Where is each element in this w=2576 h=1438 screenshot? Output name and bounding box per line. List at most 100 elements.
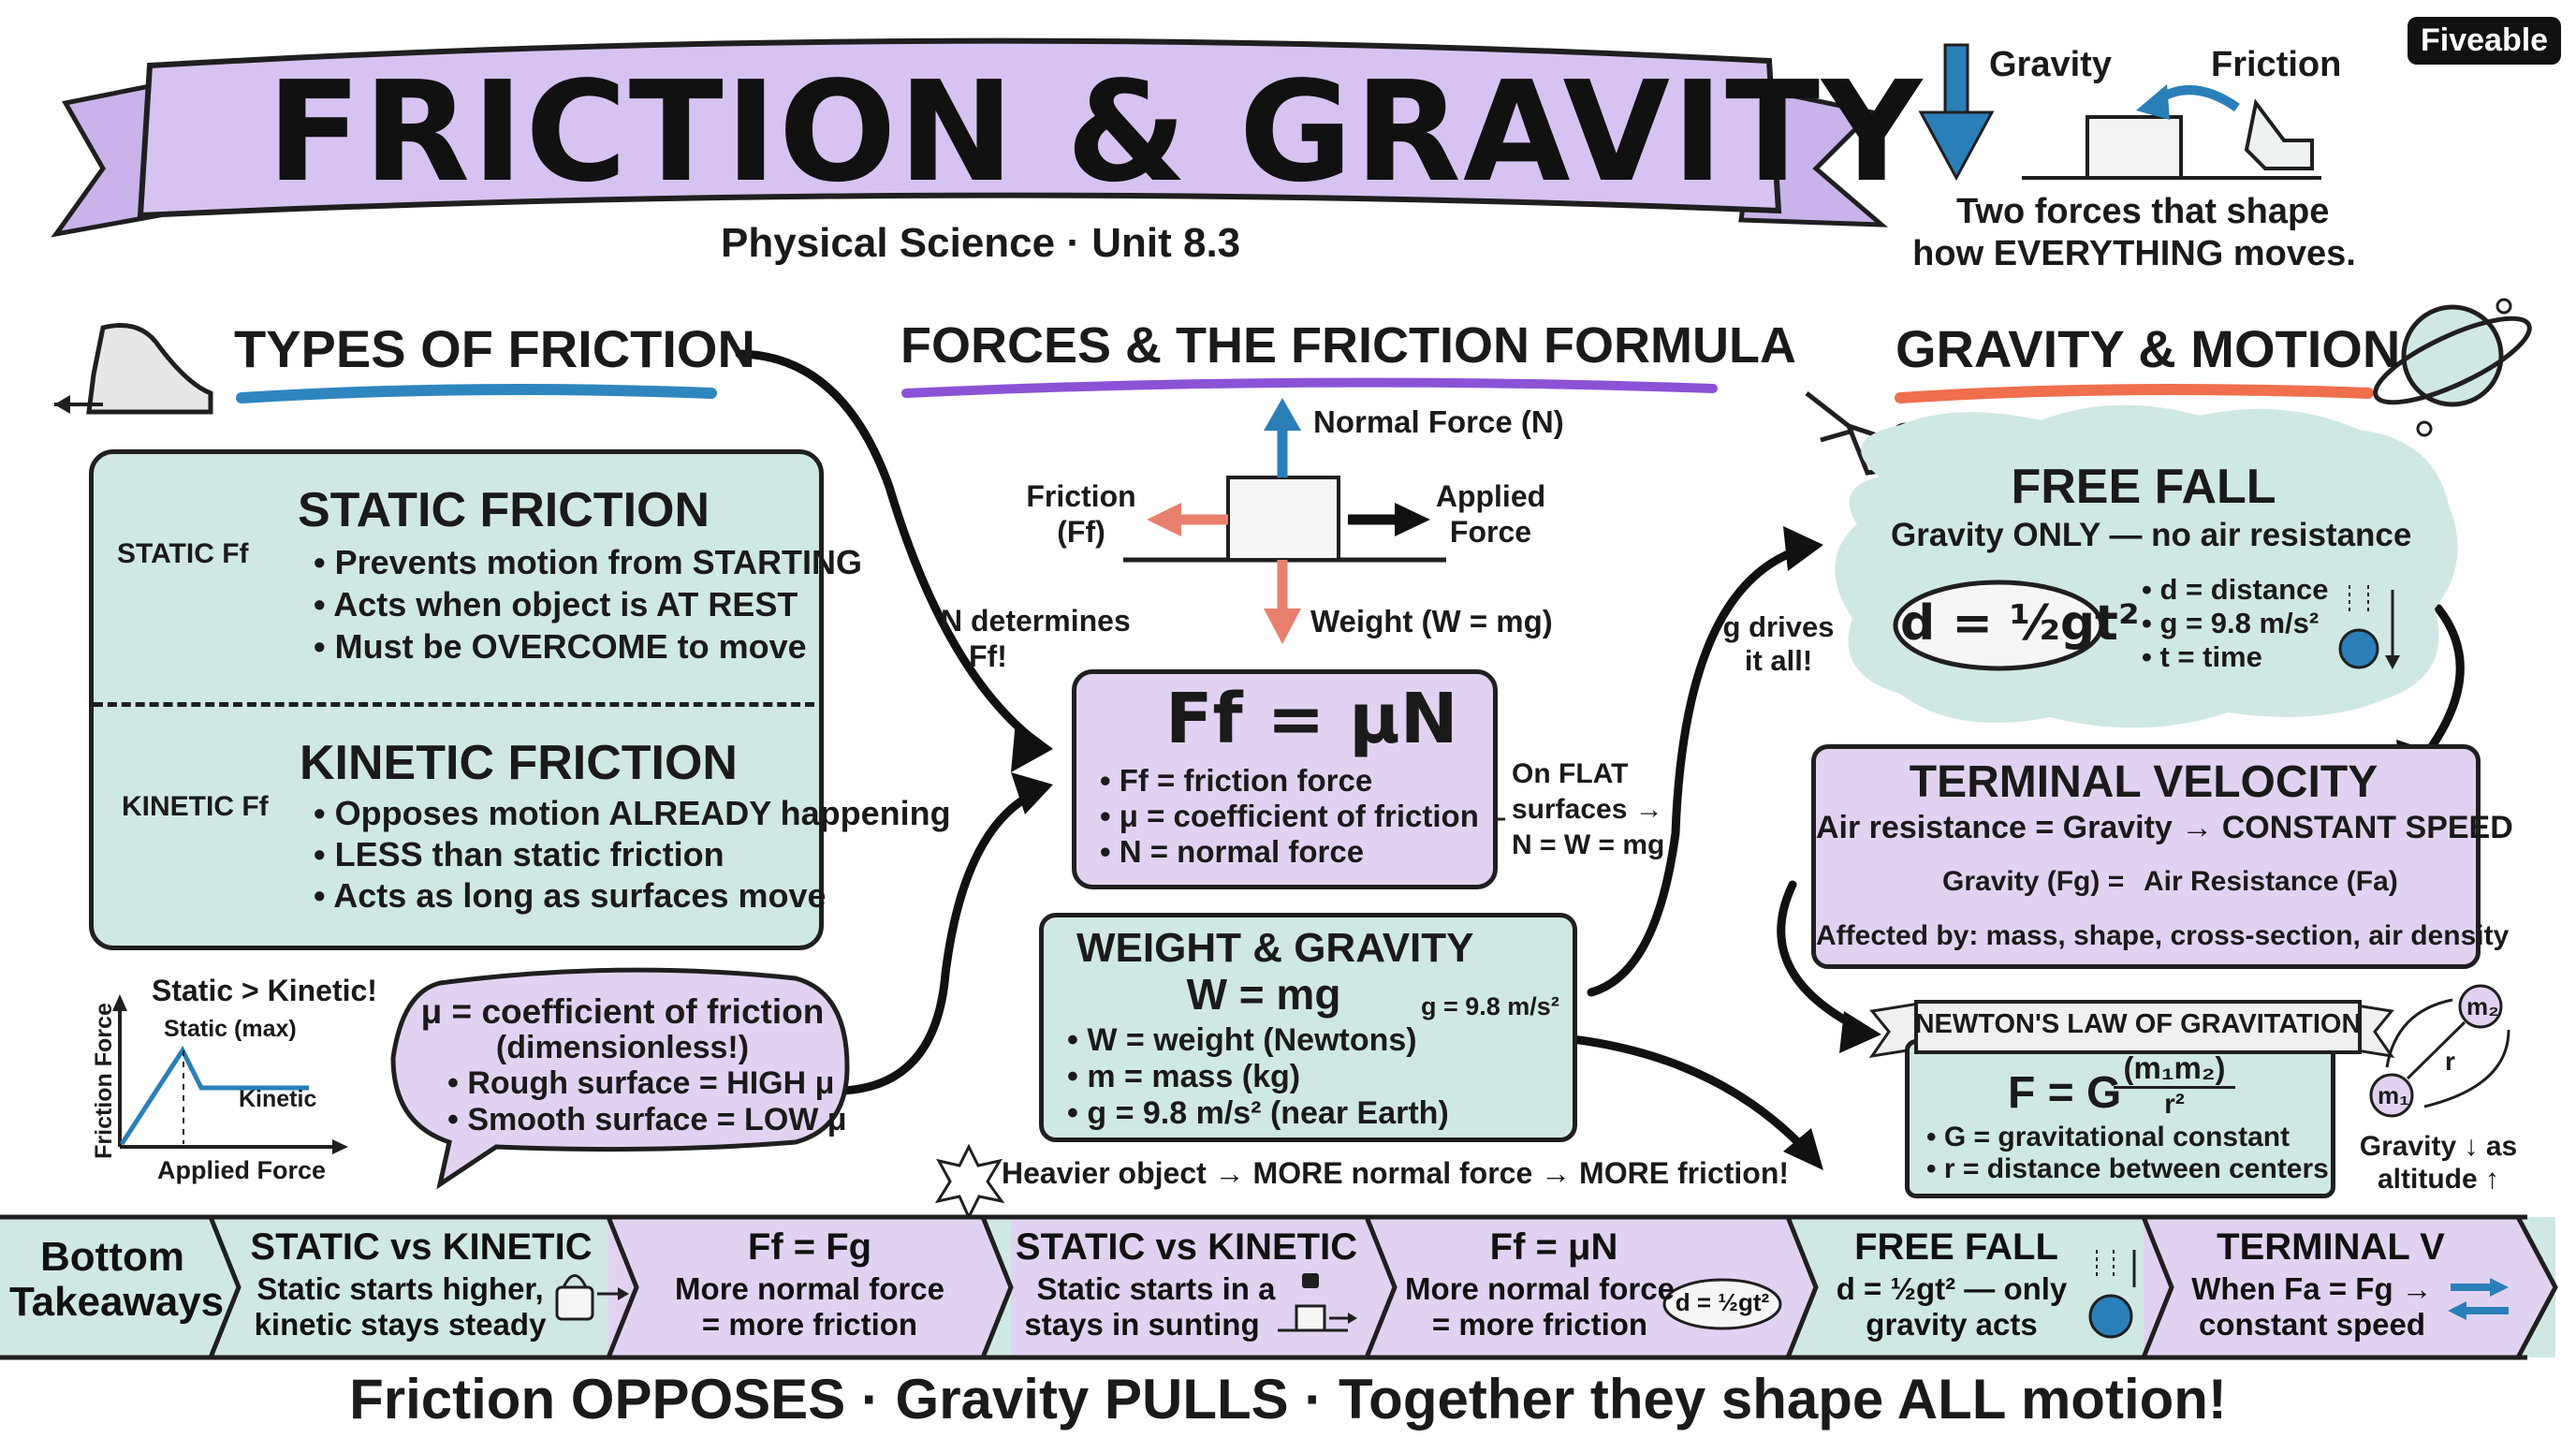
flat-note-1: On FLAT <box>1512 758 1629 789</box>
n-note-2: Ff! <box>969 639 1007 673</box>
kinetic-friction-list: Opposes motion ALREADY happening LESS th… <box>314 793 951 917</box>
strip-item-4-line2: = more friction <box>1431 1307 1648 1342</box>
fbd-friction-label-1: Friction <box>1026 479 1136 513</box>
terminal-subtitle: Air resistance = Gravity → CONSTANT SPEE… <box>1816 810 2513 845</box>
section-title-forces: FORCES & THE FRICTION FORMULA <box>900 317 1796 374</box>
flow-arrows <box>735 349 2465 1161</box>
strip-item-1-line2: kinetic stays steady <box>254 1307 547 1342</box>
strip-item-5-line1: d = ½gt² — only <box>1836 1271 2068 1306</box>
strip-item-6-line2: constant speed <box>2198 1307 2426 1342</box>
page-subtitle: Physical Science · Unit 8.3 <box>721 220 1241 266</box>
strip-item-5-title: FREE FALL <box>1854 1226 2058 1268</box>
list-item: Acts when object is AT REST <box>314 583 862 625</box>
fbd-weight-label: Weight (W = mg) <box>1310 604 1553 638</box>
strip-item-2-title: Ff = Fg <box>747 1226 872 1268</box>
free-fall-cloud <box>1835 404 2458 728</box>
static-friction-title: STATIC FRICTION <box>298 483 710 537</box>
intro-gravity-label: Gravity <box>1989 45 2112 84</box>
list-item: Opposes motion ALREADY happening <box>314 793 951 834</box>
weight-box-formula: W = mg <box>1186 970 1341 1019</box>
newton-denominator: r² <box>2164 1089 2185 1120</box>
takeaways-label-1: Bottom <box>40 1234 184 1280</box>
static-icon-label: STATIC Ff <box>117 538 249 569</box>
list-item: LESS than static friction <box>314 834 951 875</box>
list-item: Rough surface = HIGH μ <box>447 1065 847 1102</box>
list-item: N = normal force <box>1100 834 1479 870</box>
free-fall-title: FREE FALL <box>2011 460 2276 514</box>
list-item: t = time <box>2142 640 2329 674</box>
footer-summary: Friction OPPOSES · Gravity PULLS · Toget… <box>349 1368 2227 1431</box>
weight-box-list: W = weight (Newtons) m = mass (kg) g = 9… <box>1067 1022 1449 1132</box>
graph-peak-label: Static (max) <box>164 1016 297 1042</box>
mass-1-label: m₁ <box>2378 1081 2409 1109</box>
n-note-1: N determines <box>941 604 1131 638</box>
flat-note-2: surfaces → <box>1512 794 1663 825</box>
list-item: Prevents motion from STARTING <box>314 541 862 583</box>
friction-formula: Ff = μN <box>1165 679 1458 759</box>
terminal-title: TERMINAL VELOCITY <box>1909 757 2378 807</box>
page-title: FRICTION & GRAVITY <box>267 51 1925 213</box>
heavier-note: Heavier object → MORE normal force → MOR… <box>1002 1156 1790 1190</box>
kinetic-friction-title: KINETIC FRICTION <box>300 736 738 790</box>
strip-icons <box>555 1250 2509 1339</box>
takeaways-label-2: Takeaways <box>9 1279 225 1325</box>
graph-y-label: Friction Force <box>90 1003 117 1159</box>
static-friction-list: Prevents motion from STARTING Acts when … <box>314 541 862 668</box>
intro-tagline-1: Two forces that shape <box>1956 192 2330 231</box>
free-fall-subtitle: Gravity ONLY — no air resistance <box>1891 517 2412 553</box>
mu-bubble-line2: (dimensionless!) <box>495 1030 750 1065</box>
terminal-velocity-card <box>1811 744 2481 969</box>
kinetic-icon-label: KINETIC Ff <box>122 791 269 822</box>
list-item: Smooth surface = LOW μ <box>447 1102 846 1138</box>
mu-bubble-list: Rough surface = HIGH μ Smooth surface = … <box>447 1065 847 1138</box>
strip-item-3-line2: stays in sunting <box>1024 1307 1260 1342</box>
weight-box-title: WEIGHT & GRAVITY <box>1076 925 1474 971</box>
masses-diagram <box>2369 984 2510 1118</box>
starburst-icon <box>934 1143 1005 1221</box>
list-item: Acts as long as surfaces move <box>314 875 951 917</box>
weight-box-g-note: g = 9.8 m/s² <box>1421 992 1559 1020</box>
strip-item-6-line1: When Fa = Fg → <box>2191 1271 2433 1306</box>
altitude-note-1: Gravity ↓ as <box>2359 1131 2518 1162</box>
strip-item-4-title: Ff = μN <box>1489 1226 1618 1268</box>
mass-2-label: m₂ <box>2466 992 2499 1020</box>
free-fall-list: d = distance g = 9.8 m/s² t = time <box>2142 573 2329 674</box>
fbd-applied-label-2: Force <box>1449 515 1532 549</box>
strip-item-1-line1: Static starts higher, <box>256 1271 544 1306</box>
newton-formula-left: F = G <box>2008 1068 2122 1118</box>
terminal-affected: Affected by: mass, shape, cross-section,… <box>1816 920 2510 951</box>
list-item: μ = coefficient of friction <box>1100 799 1479 834</box>
strip-mini-formula: d = ½gt² <box>1675 1288 1770 1316</box>
strip-item-3-line1: Static starts in a <box>1036 1271 1276 1306</box>
list-item: Must be OVERCOME to move <box>314 625 862 668</box>
list-item: r = distance between centers <box>1926 1153 2329 1185</box>
planet-icon <box>2373 298 2532 437</box>
free-fall-formula: d = ½gt² <box>1900 595 2140 652</box>
list-item: m = mass (kg) <box>1067 1059 1449 1095</box>
newton-list: G = gravitational constant r = distance … <box>1926 1122 2329 1185</box>
fbd-applied-label-1: Applied <box>1435 479 1546 513</box>
strip-item-2-line1: More normal force <box>675 1271 944 1306</box>
list-item: Ff = friction force <box>1100 763 1479 799</box>
altitude-note-2: altitude ↑ <box>2377 1164 2499 1195</box>
intro-tagline-2: how EVERYTHING moves. <box>1912 234 2356 273</box>
list-item: d = distance <box>2142 573 2328 607</box>
terminal-air-part: Air Resistance (Fa) <box>2144 866 2398 897</box>
free-body-diagram <box>1123 398 1446 644</box>
fiveable-logo: Fiveable <box>2408 17 2562 65</box>
strip-item-4-line1: More normal force <box>1405 1271 1675 1306</box>
section-title-gravity: GRAVITY & MOTION <box>1895 319 2401 378</box>
graph-title: Static > Kinetic! <box>152 974 377 1007</box>
falling-ball-icon <box>2338 585 2400 669</box>
intro-friction-label: Friction <box>2211 45 2342 84</box>
list-item: W = weight (Newtons) <box>1067 1022 1449 1059</box>
list-item: g = 9.8 m/s² (near Earth) <box>1067 1095 1448 1132</box>
friction-graph <box>112 994 348 1154</box>
newton-numerator: (m₁m₂) <box>2114 1050 2235 1089</box>
strip-item-1-title: STATIC vs KINETIC <box>250 1226 593 1268</box>
fbd-normal-label: Normal Force (N) <box>1313 404 1564 439</box>
strip-item-2-line2: = more friction <box>701 1307 918 1342</box>
card-divider <box>94 702 814 707</box>
title-banner <box>51 37 1889 238</box>
